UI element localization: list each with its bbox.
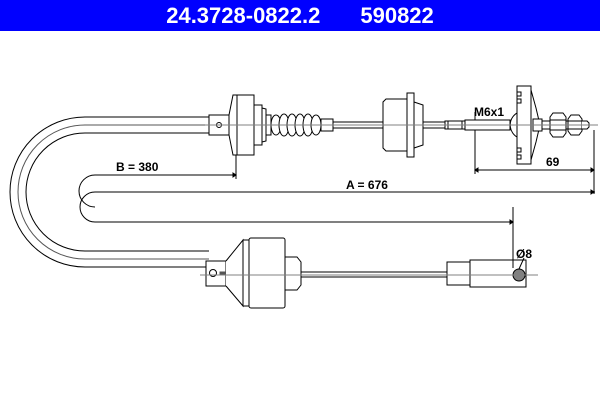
dimension-b-label: B = 380 <box>116 160 159 174</box>
dimension-b <box>78 155 237 208</box>
inner-wire-top <box>333 121 383 129</box>
eye-end-fitting <box>446 259 527 288</box>
title-bar: 24.3728-0822.2 590822 <box>0 0 600 31</box>
dimension-69-label: 69 <box>546 155 560 169</box>
thread-label: M6x1 <box>474 105 504 119</box>
part-number: 24.3728-0822.2 <box>166 2 321 28</box>
eye-diameter-label: Ø8 <box>516 247 532 261</box>
dimension-eye <box>518 257 525 270</box>
cable-sheath <box>9 116 209 268</box>
bottom-sheath-end-fitting <box>205 237 302 309</box>
cable-diagram: B = 380 A = 676 69 M6x1 Ø8 <box>9 85 598 309</box>
inner-wire-bottom <box>301 271 447 278</box>
dimension-a-label: A = 676 <box>346 178 388 192</box>
dimension-69 <box>474 130 595 174</box>
reference-number: 590822 <box>360 2 434 28</box>
